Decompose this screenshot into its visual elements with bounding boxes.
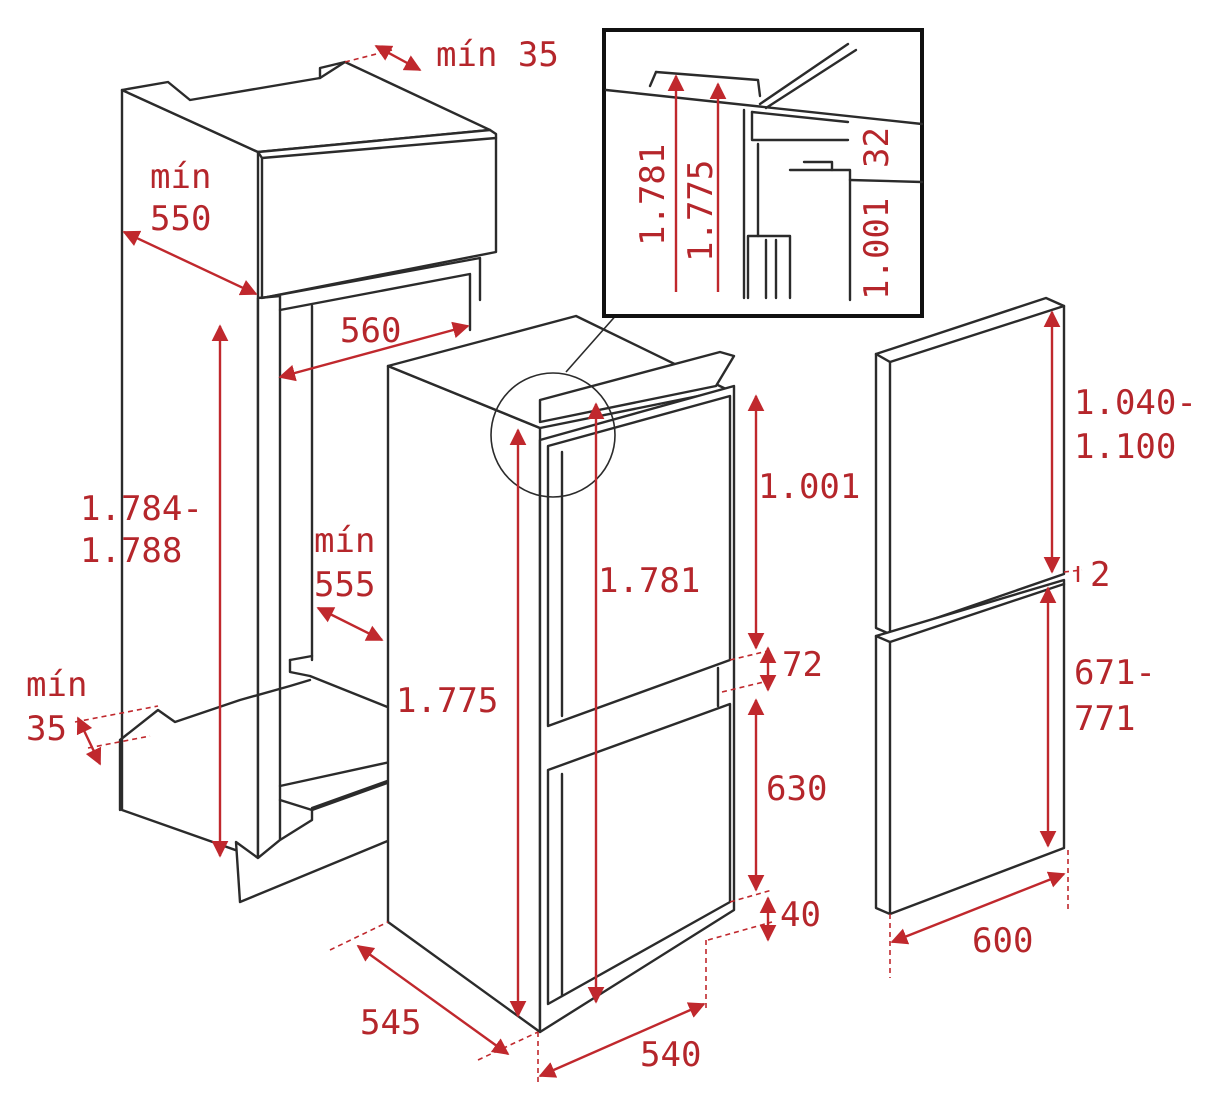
label-detail-door-height: 1.001 (857, 198, 897, 300)
dim-appliance-width (538, 1002, 706, 1078)
label-upper-panel-1: 1.040- (1074, 383, 1197, 423)
detail-magnifier-circle (490, 372, 616, 498)
label-niche-height-1: 1.784- (80, 489, 203, 529)
dim-panel-width (890, 871, 1066, 945)
door-panels (874, 296, 1083, 978)
label-niche-height-2: 1.788 (80, 531, 182, 571)
label-appliance-depth: 545 (360, 1003, 421, 1043)
label-upper-panel-2: 1.100 (1074, 427, 1176, 467)
label-lower-panel-2: 771 (1074, 699, 1135, 739)
dim-appliance-depth (356, 945, 510, 1055)
label-lower-door: 630 (766, 769, 827, 809)
niche-dimensions (74, 44, 470, 858)
label-appliance-width: 540 (640, 1035, 701, 1075)
label-bottom-clearance-1: mín (26, 665, 87, 705)
label-upper-door: 1.001 (758, 467, 860, 507)
label-door-height: 1.781 (598, 561, 700, 601)
label-detail-height-b: 1.775 (681, 160, 721, 262)
label-door-gap: 72 (782, 645, 823, 685)
label-detail-gap-top: 32 (857, 127, 897, 168)
label-top-clearance: mín 35 (436, 35, 559, 75)
appliance-dimensions (329, 394, 777, 1084)
label-bottom-clearance-2: 35 (26, 709, 67, 749)
label-niche-width: 560 (340, 311, 401, 351)
label-panel-gap: 2 (1090, 555, 1110, 595)
dim-niche-width (278, 321, 470, 382)
labels: mín 35 mín 550 560 1.784- 1.788 mín 555 … (26, 35, 1197, 1075)
label-detail-height-a: 1.781 (633, 144, 673, 246)
label-inner-depth-1: mín (314, 521, 375, 561)
label-bottom-gap: 40 (780, 895, 821, 935)
appliance-body (386, 303, 736, 1034)
label-lower-panel-1: 671- (1074, 653, 1156, 693)
detail-inset (602, 28, 924, 318)
dim-bottom-clearance (76, 716, 102, 766)
dim-niche-depth (122, 230, 258, 296)
label-niche-depth-2: 550 (150, 199, 211, 239)
dim-inner-depth (316, 606, 384, 642)
label-body-height: 1.775 (396, 681, 498, 721)
label-panel-width: 600 (972, 921, 1033, 961)
label-niche-depth-1: mín (150, 157, 211, 197)
label-inner-depth-2: 555 (314, 565, 375, 605)
dim-top-clearance (374, 44, 422, 72)
